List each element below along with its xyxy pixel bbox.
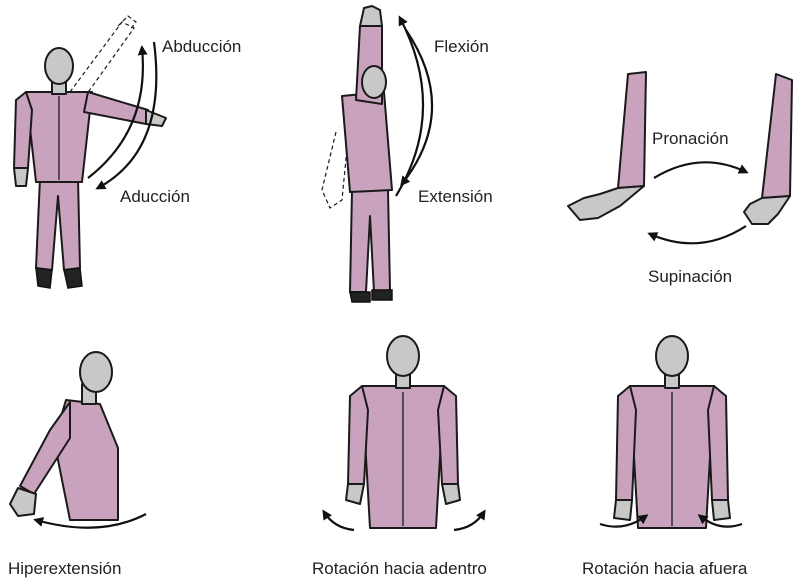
panel-hyperextension: Hiperextensión	[8, 352, 146, 578]
panel-pronation-supination: Pronación Supinación	[568, 72, 792, 286]
label-abduccion: Abducción	[162, 37, 241, 56]
forearm-pronated	[762, 74, 792, 198]
forearm-supinated	[618, 72, 646, 188]
internal-rotation-arrow-right	[454, 512, 484, 530]
extension-arrow	[402, 30, 432, 184]
label-pronacion: Pronación	[652, 129, 729, 148]
figure-head	[387, 336, 419, 376]
label-flexion: Flexión	[434, 37, 489, 56]
label-extension: Extensión	[418, 187, 493, 206]
panel-flexion-extension: Flexión Extensión	[322, 6, 493, 302]
label-supinacion: Supinación	[648, 267, 732, 286]
figure-head	[362, 66, 386, 98]
figure-head	[80, 352, 112, 392]
figure-head	[656, 336, 688, 376]
panel-external-rotation: Rotación hacia afuera	[582, 336, 748, 578]
figure-head	[45, 48, 73, 84]
flexion-arrow	[396, 18, 423, 196]
internal-rotation-arrow-left	[324, 512, 354, 530]
pronation-arrow	[654, 162, 746, 178]
figure-torso	[342, 92, 392, 192]
panel-internal-rotation: Rotación hacia adentro	[312, 336, 487, 578]
ghost-arm-extended	[322, 132, 348, 208]
label-hiperextension: Hiperextensión	[8, 559, 121, 578]
label-rotacion-afuera: Rotación hacia afuera	[582, 559, 748, 578]
label-aduccion: Aducción	[120, 187, 190, 206]
label-rotacion-adentro: Rotación hacia adentro	[312, 559, 487, 578]
ghost-arm-raised	[70, 22, 134, 98]
supination-arrow	[650, 226, 746, 243]
panel-abduction-adduction: Abducción Aducción	[14, 16, 241, 288]
